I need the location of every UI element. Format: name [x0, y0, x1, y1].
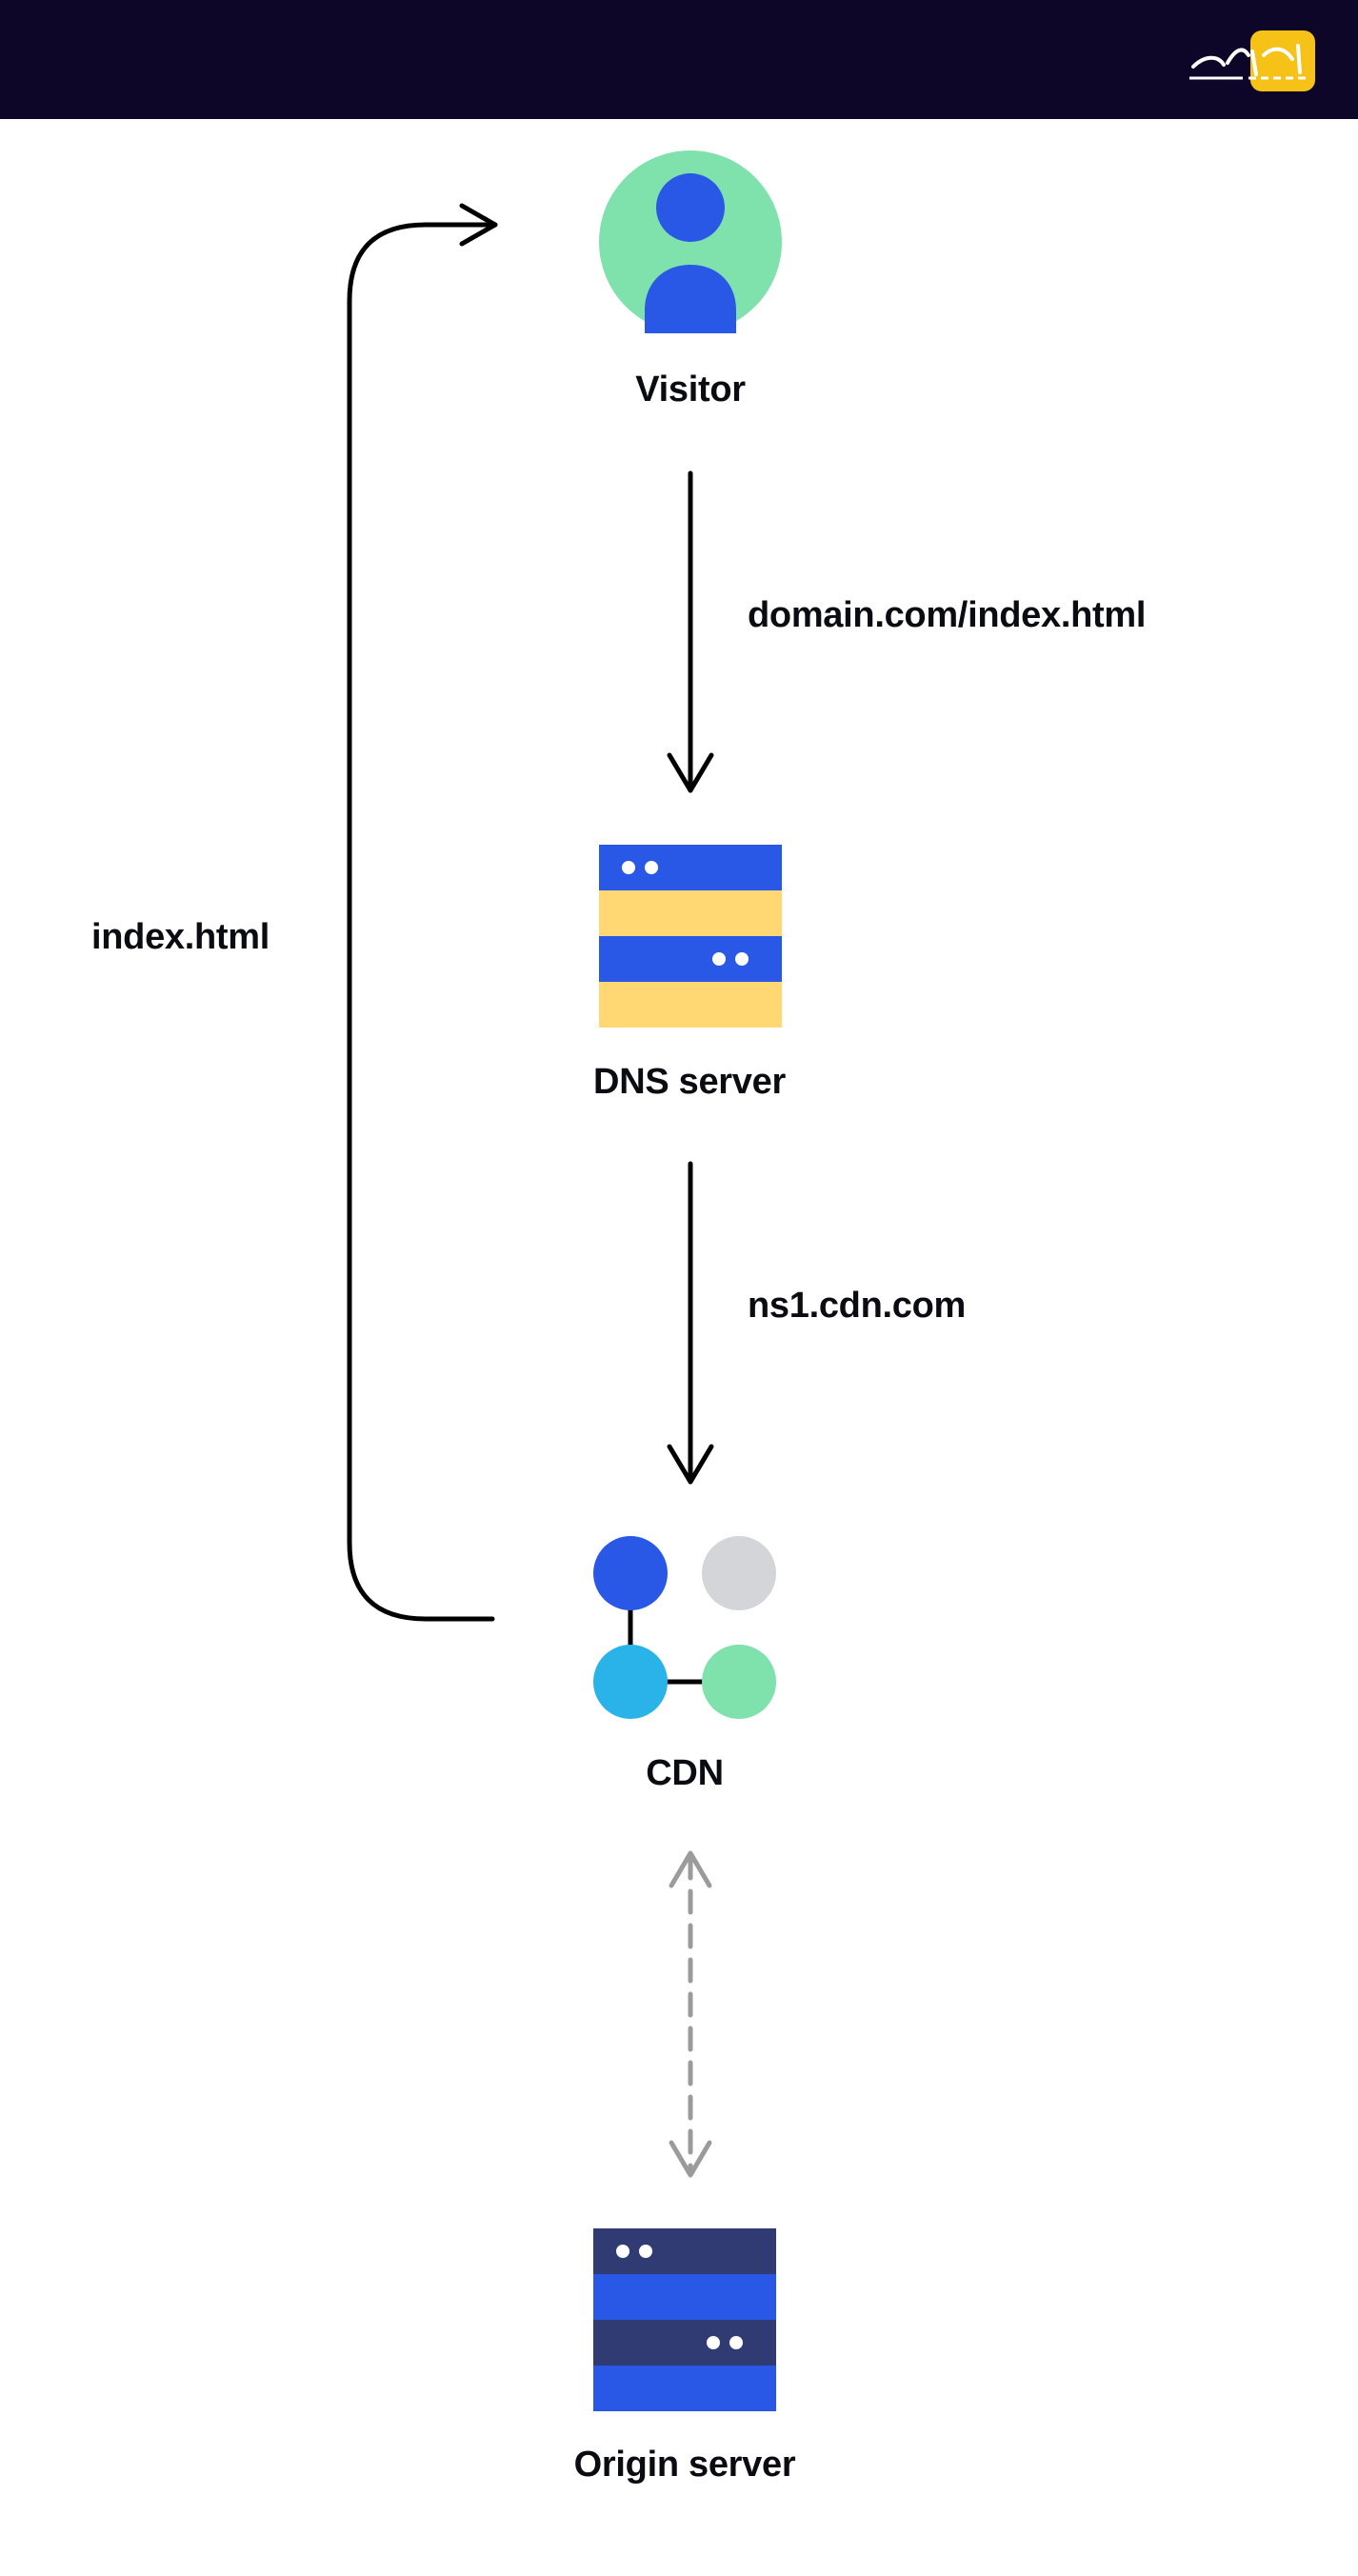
header-bar — [0, 0, 1358, 119]
visitor-label: Visitor — [635, 369, 746, 409]
origin-server-label: Origin server — [573, 2445, 796, 2485]
origin-server-icon — [593, 2228, 776, 2411]
cdn-icon — [593, 1536, 776, 1719]
arrow-visitor-to-dns — [667, 470, 714, 793]
arrow-cdn-origin-dashed — [669, 1850, 712, 2178]
dns-server-label: DNS server — [593, 1062, 786, 1102]
arrow-cdn-to-visitor — [347, 203, 498, 1622]
edge-label-index-html: index.html — [91, 917, 270, 957]
visitor-icon — [599, 150, 782, 333]
edge-label-domain-url: domain.com/index.html — [748, 595, 1147, 635]
arrow-dns-to-cdn — [667, 1161, 714, 1485]
cdn-label: CDN — [646, 1753, 724, 1793]
brand-logo — [1189, 30, 1315, 91]
edge-label-ns1-cdn: ns1.cdn.com — [748, 1286, 966, 1326]
dns-server-icon — [599, 845, 782, 1028]
